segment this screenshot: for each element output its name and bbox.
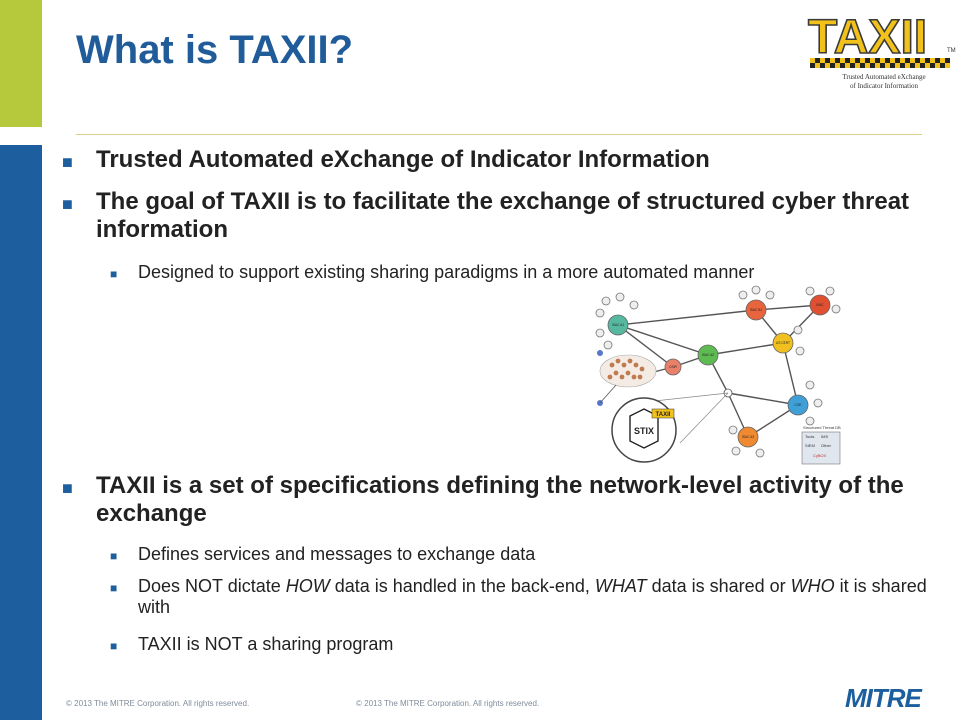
sub-bullet-3-text: Does NOT dictate HOW data is handled in … [138, 576, 927, 617]
svg-text:Tools: Tools [805, 434, 814, 439]
svg-text:IMS: IMS [821, 434, 828, 439]
crowd-cluster [597, 350, 657, 406]
sub-bullet-1: ■ Designed to support existing sharing p… [110, 262, 928, 283]
bullet-square-icon: ■ [62, 152, 73, 172]
svg-text:CyBOX: CyBOX [813, 453, 827, 458]
logo-tagline-line2: of Indicator Information [850, 82, 919, 90]
svg-text:ISAC A1: ISAC A1 [612, 323, 624, 327]
sub-bullet-square-icon: ■ [110, 267, 118, 281]
db-caption: Structured Threat DB [803, 425, 841, 430]
svg-text:ISAC A2: ISAC A2 [702, 353, 714, 357]
bullet-square-icon: ■ [62, 478, 73, 498]
taxii-logo: TAXII TM Trusted Automated eXchange of I… [807, 10, 956, 90]
footer-copyright-left: © 2013 The MITRE Corporation. All rights… [66, 699, 250, 708]
network-leaf-nodes [595, 285, 841, 458]
bullet-2-text: The goal of TAXII is to facilitate the e… [96, 188, 910, 243]
sub-bullet-4: ■ TAXII is NOT a sharing program [110, 634, 928, 655]
accent-bar-blue [0, 145, 42, 720]
mitre-logo: MITRE [845, 683, 922, 713]
bullet-1: ■ Trusted Automated eXchange of Indicato… [62, 146, 926, 174]
accent-bar-green [0, 0, 42, 127]
sub-bullet-square-icon: ■ [110, 581, 118, 595]
callout-taxii-label: TAXII [656, 412, 671, 418]
svg-text:COE: COE [795, 403, 802, 407]
bullet-3-text: TAXII is a set of specifications definin… [96, 472, 904, 527]
svg-text:ISAC A3: ISAC A3 [742, 435, 754, 439]
sub-bullet-square-icon: ■ [110, 639, 118, 653]
svg-text:SIEM: SIEM [805, 443, 815, 448]
logo-checkered-band [810, 58, 950, 68]
network-hub-nodes [607, 294, 831, 448]
bullet-1-text: Trusted Automated eXchange of Indicator … [96, 146, 710, 173]
svg-text:Other: Other [821, 443, 832, 448]
callout-stix-label: STIX [634, 426, 654, 436]
logo-tagline-line1: Trusted Automated eXchange [842, 73, 925, 81]
sub-bullet-2-text: Defines services and messages to exchang… [138, 544, 536, 564]
sub-bullet-3: ■ Does NOT dictate HOW data is handled i… [110, 576, 938, 618]
sub-bullet-2: ■ Defines services and messages to excha… [110, 544, 928, 565]
footer-copyright-right: © 2013 The MITRE Corporation. All rights… [356, 699, 540, 708]
bullet-3: ■ TAXII is a set of specifications defin… [62, 472, 926, 528]
hub-node-labels: ISAC A1 ISAC A2 ISAC B1 ISAC US CERT CSI… [612, 303, 824, 439]
stix-taxii-callout: STIX TAXII [611, 392, 729, 463]
svg-text:ISAC: ISAC [816, 303, 824, 307]
title-divider [76, 134, 922, 135]
sharing-network-diagram: STIX TAXII Structured Threat DB Tools IM… [595, 285, 841, 465]
svg-text:CSIR: CSIR [669, 365, 677, 369]
sub-bullet-1-text: Designed to support existing sharing par… [138, 262, 755, 282]
bullet-square-icon: ■ [62, 194, 73, 214]
logo-wordmark: TAXII [808, 11, 927, 64]
slide-title: What is TAXII? [76, 28, 354, 72]
sub-bullet-4-text: TAXII is NOT a sharing program [138, 634, 394, 654]
svg-text:US CERT: US CERT [776, 341, 790, 345]
svg-text:ISAC B1: ISAC B1 [750, 308, 762, 312]
bullet-2: ■ The goal of TAXII is to facilitate the… [62, 188, 926, 244]
sub-bullet-square-icon: ■ [110, 549, 118, 563]
threat-db: Structured Threat DB Tools IMS SIEM Othe… [801, 425, 841, 465]
logo-trademark: TM [947, 48, 956, 54]
